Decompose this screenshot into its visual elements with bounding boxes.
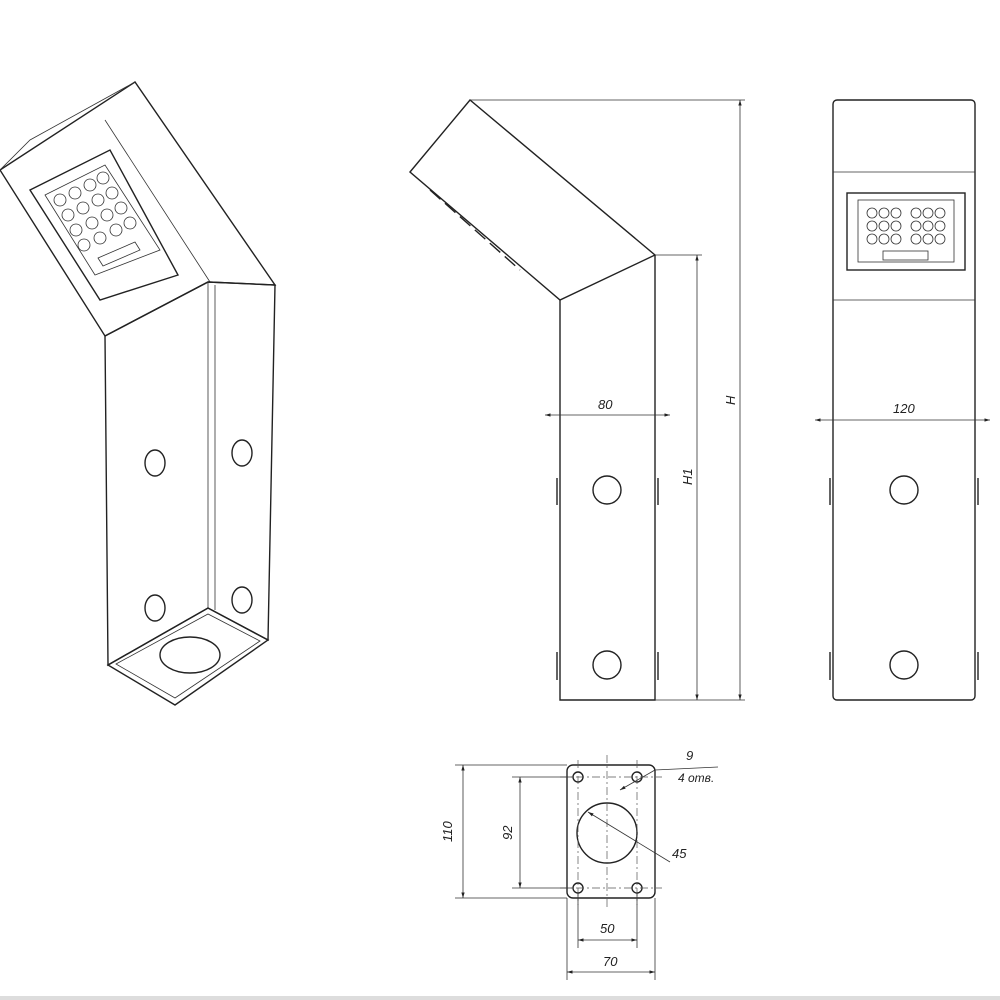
dim-120: 120 bbox=[893, 401, 915, 416]
dim-80: 80 bbox=[598, 397, 613, 412]
dim-45: 45 bbox=[672, 846, 687, 861]
led-array-front bbox=[866, 207, 946, 261]
dim-92: 92 bbox=[500, 825, 515, 840]
dim-70: 70 bbox=[603, 954, 618, 969]
dim-9: 9 bbox=[686, 748, 693, 763]
dim-110: 110 bbox=[440, 821, 455, 842]
dim-50: 50 bbox=[600, 921, 615, 936]
side-view bbox=[409, 99, 659, 701]
bottom-border bbox=[0, 996, 1000, 1000]
dim-h: H bbox=[723, 395, 738, 405]
dimensions bbox=[470, 99, 990, 701]
dim-hole-count: 4 отв. bbox=[678, 771, 714, 785]
base-plan-view bbox=[455, 755, 719, 980]
isometric-view bbox=[0, 81, 277, 706]
front-view bbox=[829, 99, 979, 701]
led-array bbox=[53, 171, 141, 267]
dim-h1: H1 bbox=[680, 468, 695, 485]
